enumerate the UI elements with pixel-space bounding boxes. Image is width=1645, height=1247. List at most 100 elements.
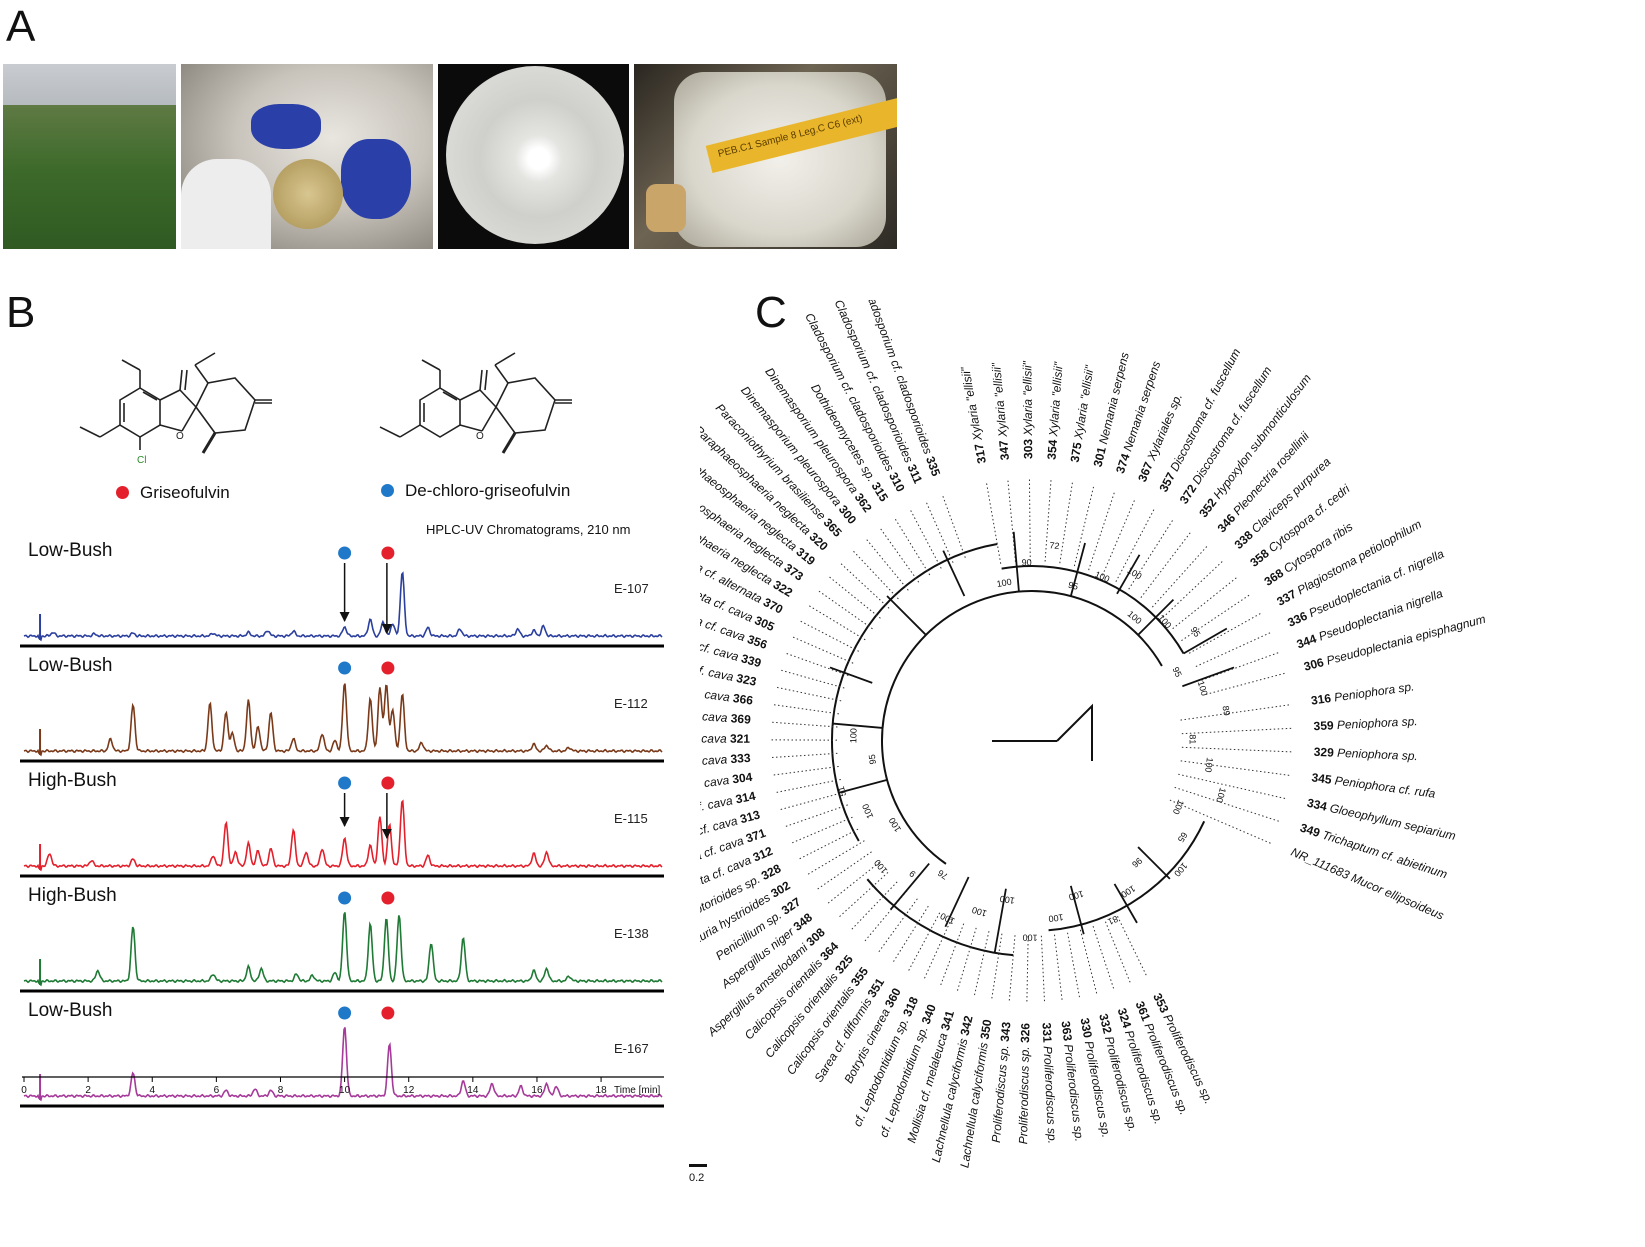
tree-leaf-label: 317 Xylaria "ellisii": [958, 365, 989, 465]
bootstrap-value: 100: [1171, 798, 1186, 816]
bootstrap-value: 95: [1170, 665, 1183, 678]
griseofulvin-peak-marker: [381, 546, 395, 560]
time-tick-label: 12: [403, 1085, 415, 1096]
leaf-number: 343: [998, 1021, 1014, 1042]
leaf-connector: [1195, 632, 1271, 667]
leaf-connector: [1088, 492, 1115, 571]
internal-branch: [1012, 531, 1020, 592]
leaf-connector: [772, 704, 839, 715]
leaf-number: 330: [1077, 1017, 1095, 1043]
leaf-connector: [1079, 929, 1098, 995]
clade-arc-bottom: [866, 878, 1014, 957]
tree-leaf-label: 329 Peniophora sp.: [1313, 745, 1418, 763]
internal-branch: [886, 595, 927, 636]
bootstrap-value: 95: [1189, 625, 1203, 639]
internal-branch: [829, 666, 873, 684]
internal-branch: [1116, 554, 1141, 595]
leaf-connector: [785, 652, 849, 676]
leaf-connector: [907, 912, 941, 973]
tree-leaf-label: 331 Proliferodiscus sp.: [1039, 1022, 1059, 1144]
panel-label-b: B: [6, 288, 36, 337]
leaf-connector: [828, 575, 881, 619]
leaf-connector: [1115, 508, 1155, 582]
leaf-name: NR_111683 Mucor ellipsoideus: [1289, 845, 1446, 923]
leaf-connector: [770, 721, 838, 728]
photo-lab: [181, 64, 433, 249]
griseofulvin-peak-marker: [381, 776, 395, 790]
bootstrap-value: 100: [1022, 933, 1037, 943]
leaf-number: 324: [1114, 1006, 1135, 1033]
leaf-number: 305: [753, 613, 777, 634]
leaf-connector: [1169, 799, 1274, 845]
leaf-name: Peniophora sp.: [1337, 714, 1418, 732]
tree-leaf-label: 316 Peniophora sp.: [1310, 680, 1415, 708]
time-tick-label: 14: [467, 1085, 479, 1096]
leaf-number: 301: [1091, 442, 1110, 468]
leaf-connector: [909, 508, 942, 569]
hplc-condition-label: High-Bush: [28, 885, 117, 906]
leaf-connector: [1044, 479, 1052, 562]
leaf-number: 304: [732, 770, 754, 787]
leaf-connector: [1172, 577, 1238, 630]
photo-field: [3, 64, 176, 249]
bootstrap-value: 100: [1048, 912, 1064, 924]
hplc-sample-label: E-112: [614, 696, 648, 711]
leaf-connector: [1054, 934, 1063, 1002]
leaf-number: 363: [1058, 1020, 1075, 1045]
tree-leaf-label: NR_111683 Mucor ellipsoideus: [1289, 845, 1446, 923]
dechloro-peak-marker: [338, 661, 352, 675]
hplc-sample-label: E-167: [614, 1041, 649, 1056]
leaf-connector: [865, 538, 909, 591]
leaf-connector: [775, 686, 842, 702]
leaf-number: 374: [1113, 449, 1134, 476]
internal-branch: [889, 862, 930, 911]
leaf-number: 350: [978, 1018, 995, 1040]
internal-branch: [1182, 666, 1235, 688]
griseofulvin-legend-dot: [116, 486, 129, 499]
dechloro-peak-marker: [338, 891, 352, 905]
leaf-connector: [1180, 760, 1292, 777]
bootstrap-value: 89: [1221, 705, 1232, 716]
griseofulvin-structure: Cl O: [79, 352, 272, 466]
leaf-connector: [1162, 560, 1223, 618]
svg-text:Cl: Cl: [137, 455, 146, 466]
bootstrap-value: 81: [1106, 914, 1119, 927]
leaf-connector: [1181, 727, 1294, 735]
peak-arrowhead: [381, 624, 392, 634]
hplc-condition-label: Low-Bush: [28, 655, 113, 676]
griseofulvin-peak-marker: [381, 1006, 395, 1020]
bootstrap-value: 100: [1126, 609, 1144, 626]
leaf-number: 303: [1021, 436, 1035, 459]
leaf-number: 371: [744, 826, 768, 846]
hplc-sample-label: E-115: [614, 811, 648, 826]
leaf-connector: [772, 765, 839, 776]
leaf-connector: [1151, 545, 1208, 608]
bootstrap-value: 100: [999, 894, 1015, 906]
bootstrap-value: 65: [1176, 830, 1190, 844]
leaf-connector: [1092, 926, 1115, 990]
leaf-name: Pyrenochaeta cf. cava: [700, 752, 731, 774]
leaf-number: 366: [732, 691, 754, 708]
leaf-connector: [973, 931, 990, 997]
leaf-number: 375: [1068, 438, 1085, 463]
time-tick-label: 2: [85, 1085, 91, 1096]
leaf-connector: [1008, 935, 1016, 1003]
time-tick-label: 16: [531, 1085, 543, 1096]
leaf-connector: [770, 752, 838, 759]
svg-text:O: O: [476, 431, 484, 442]
leaf-number: 356: [745, 632, 769, 652]
tree-leaf-label: 359 Peniophora sp.: [1313, 714, 1418, 733]
leaf-number: 312: [751, 844, 775, 865]
internal-branch: [1137, 598, 1175, 636]
leaf-connector: [839, 562, 890, 609]
leaf-name: Xylaria "ellisii": [958, 365, 985, 443]
leaf-connector: [1140, 532, 1191, 598]
leaf-connector: [1201, 652, 1279, 681]
leaf-connector: [863, 890, 908, 943]
griseofulvin-peak-marker: [381, 661, 395, 675]
internal-branch: [832, 722, 883, 729]
internal-branch: [1069, 542, 1086, 597]
leaf-connector: [816, 851, 872, 891]
